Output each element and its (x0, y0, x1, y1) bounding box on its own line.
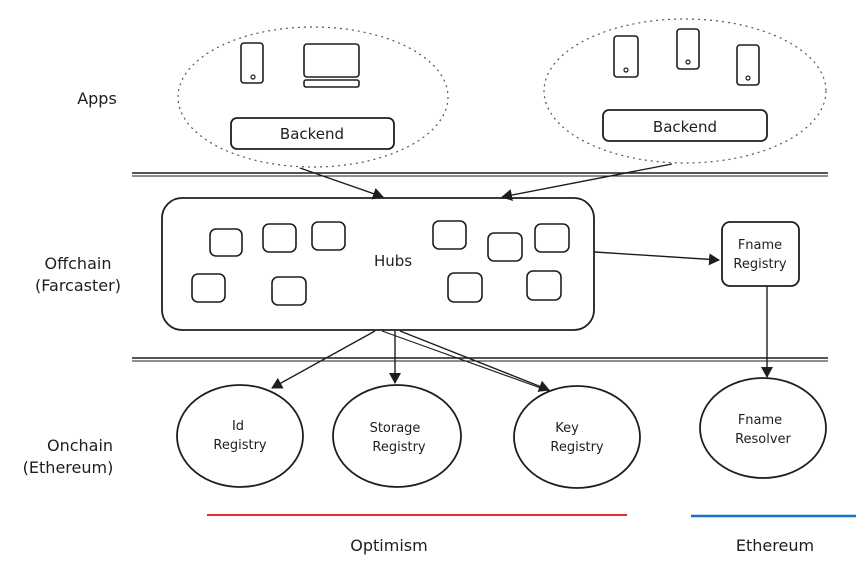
hub-node (527, 271, 561, 300)
hubs-container: Hubs (162, 198, 594, 330)
phone-icon (614, 36, 638, 77)
storage-registry: Storage Registry (333, 385, 461, 487)
fname-resolver: Fname Resolver (700, 378, 826, 478)
phone-icon (677, 29, 699, 69)
storage-registry-label-line2: Registry (372, 440, 426, 455)
fname-registry-label-line2: Registry (733, 257, 787, 272)
backend-label-left: Backend (280, 125, 344, 143)
phone-icon (737, 45, 759, 85)
ethereum-chain-label: Ethereum (736, 536, 814, 555)
arrow-hubs-to-fname-registry (595, 252, 719, 260)
layer-label-offchain: Offchain (45, 254, 112, 273)
id-registry: Id Registry (177, 385, 303, 487)
key-registry-label-line1: Key (555, 421, 579, 436)
fname-registry: Fname Registry (722, 222, 799, 286)
app-group-left: Backend (178, 27, 448, 167)
arrow-right-app-to-hubs (502, 164, 672, 197)
optimism-chain-label: Optimism (350, 536, 427, 555)
fname-resolver-label-line2: Resolver (735, 432, 791, 447)
storage-registry-label-line1: Storage (370, 421, 421, 436)
phone-icon (241, 43, 263, 83)
id-registry-label-line1: Id (232, 419, 244, 434)
app-group-right: Backend (544, 19, 826, 163)
key-registry: Key Registry (514, 386, 640, 488)
id-registry-label-line2: Registry (213, 438, 267, 453)
layer-label-onchain: Onchain (47, 436, 113, 455)
layer-label-offchain-sub: (Farcaster) (35, 276, 121, 295)
hub-node (312, 222, 345, 250)
hub-node (192, 274, 225, 302)
hub-node (263, 224, 296, 252)
key-registry-label-line2: Registry (550, 440, 604, 455)
hub-node (448, 273, 482, 302)
hub-node (535, 224, 569, 252)
fname-registry-label-line1: Fname (738, 238, 782, 253)
desktop-icon (304, 44, 359, 87)
arrow-hubs-to-id-registry (272, 331, 375, 388)
layer-label-onchain-sub: (Ethereum) (23, 458, 114, 477)
backend-label-right: Backend (653, 118, 717, 136)
layer-label-apps: Apps (77, 89, 117, 108)
hub-node (433, 221, 466, 249)
hub-node (210, 229, 242, 256)
hub-node (488, 233, 522, 261)
hubs-label: Hubs (374, 252, 412, 270)
layer-divider-bottom (132, 358, 828, 361)
layer-divider-top (132, 173, 828, 176)
fname-resolver-label-line1: Fname (738, 413, 782, 428)
hub-node (272, 277, 306, 305)
